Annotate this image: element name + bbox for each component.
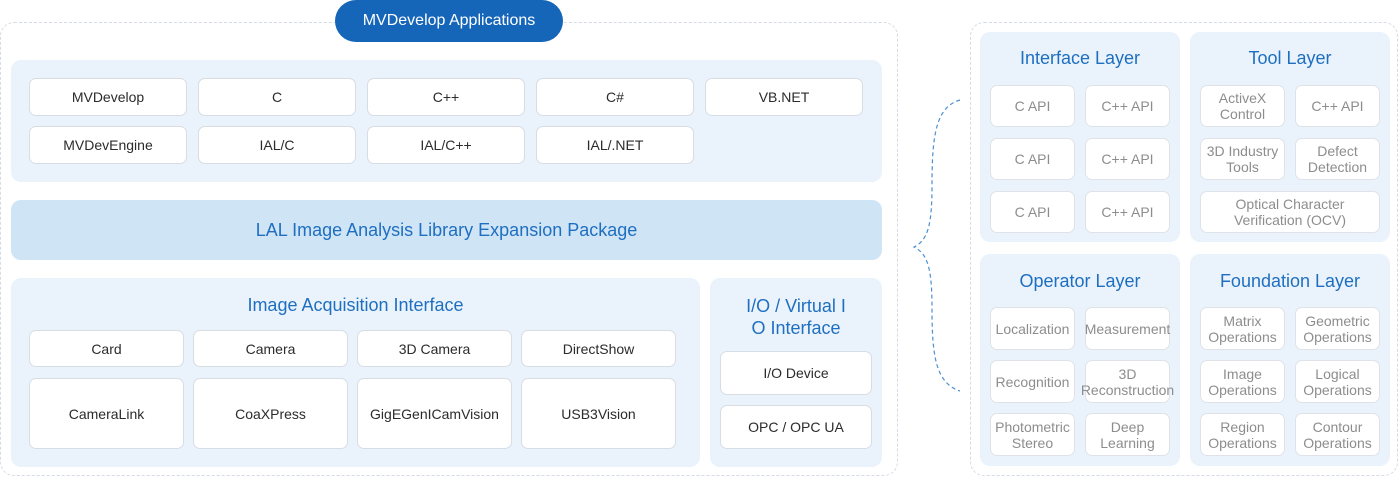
interface-cpp-api-2[interactable]: C++ API (1085, 138, 1170, 180)
lang-mvdevengine[interactable]: MVDevEngine (29, 126, 187, 164)
fd-matrix-operations[interactable]: Matrix Operations (1200, 307, 1285, 350)
interface-c-api-1[interactable]: C API (990, 85, 1075, 127)
op-localization[interactable]: Localization (990, 307, 1075, 350)
op-photometric-stereo[interactable]: Photometric Stereo (990, 413, 1075, 456)
lang-ial-cpp[interactable]: IAL/C++ (367, 126, 525, 164)
lang-cpp[interactable]: C++ (367, 78, 525, 116)
tool-layer-title: Tool Layer (1248, 48, 1332, 68)
io-device[interactable]: I/O Device (720, 351, 872, 395)
interface-c-api-2[interactable]: C API (990, 138, 1075, 180)
brace-connector (912, 99, 961, 392)
tool-3d-industry-tools[interactable]: 3D Industry Tools (1200, 138, 1285, 180)
tool-activex-control[interactable]: ActiveX Control (1200, 85, 1285, 127)
acq-gige-genicam-vision[interactable]: GigEGenICamVision (357, 378, 512, 449)
lang-mvdevelop[interactable]: MVDevelop (29, 78, 187, 116)
fd-geometric-operations[interactable]: Geometric Operations (1295, 307, 1380, 350)
fd-image-operations[interactable]: Image Operations (1200, 360, 1285, 403)
acq-directshow[interactable]: DirectShow (521, 330, 676, 367)
fd-region-operations[interactable]: Region Operations (1200, 413, 1285, 456)
operator-layer-title: Operator Layer (1019, 271, 1141, 291)
fd-logical-operations[interactable]: Logical Operations (1295, 360, 1380, 403)
acq-cameralink[interactable]: CameraLink (29, 378, 184, 449)
acq-coaxpress[interactable]: CoaXPress (193, 378, 348, 449)
lang-c[interactable]: C (198, 78, 356, 116)
right-frame (970, 22, 1398, 476)
op-measurement[interactable]: Measurement (1085, 307, 1170, 350)
foundation-layer-title: Foundation Layer (1219, 271, 1361, 291)
op-recognition[interactable]: Recognition (990, 360, 1075, 403)
tool-defect-detection[interactable]: Defect Detection (1295, 138, 1380, 180)
interface-c-api-3[interactable]: C API (990, 191, 1075, 233)
mvdevelop-applications-pill[interactable]: MVDevelop Applications (335, 0, 563, 42)
acq-usb3vision[interactable]: USB3Vision (521, 378, 676, 449)
op-deep-learning[interactable]: Deep Learning (1085, 413, 1170, 456)
tool-ocv[interactable]: Optical Character Verification (OCV) (1200, 191, 1380, 233)
lang-ial-net[interactable]: IAL/.NET (536, 126, 694, 164)
image-acquisition-title: Image Acquisition Interface (247, 295, 464, 315)
io-title-line2: O Interface (751, 318, 841, 338)
interface-cpp-api-1[interactable]: C++ API (1085, 85, 1170, 127)
fd-contour-operations[interactable]: Contour Operations (1295, 413, 1380, 456)
acq-camera[interactable]: Camera (193, 330, 348, 367)
interface-cpp-api-3[interactable]: C++ API (1085, 191, 1170, 233)
lang-csharp[interactable]: C# (536, 78, 694, 116)
acq-card[interactable]: Card (29, 330, 184, 367)
io-opc-ua[interactable]: OPC / OPC UA (720, 405, 872, 449)
lang-vbnet[interactable]: VB.NET (705, 78, 863, 116)
lang-ial-c[interactable]: IAL/C (198, 126, 356, 164)
op-3d-reconstruction[interactable]: 3D Reconstruction (1081, 360, 1174, 403)
tool-cpp-api[interactable]: C++ API (1295, 85, 1380, 127)
interface-layer-title: Interface Layer (1019, 48, 1141, 68)
lal-expansion-package[interactable]: LAL Image Analysis Library Expansion Pac… (11, 200, 882, 260)
io-title-line1: I/O / Virtual I (746, 296, 846, 316)
acq-3d-camera[interactable]: 3D Camera (357, 330, 512, 367)
